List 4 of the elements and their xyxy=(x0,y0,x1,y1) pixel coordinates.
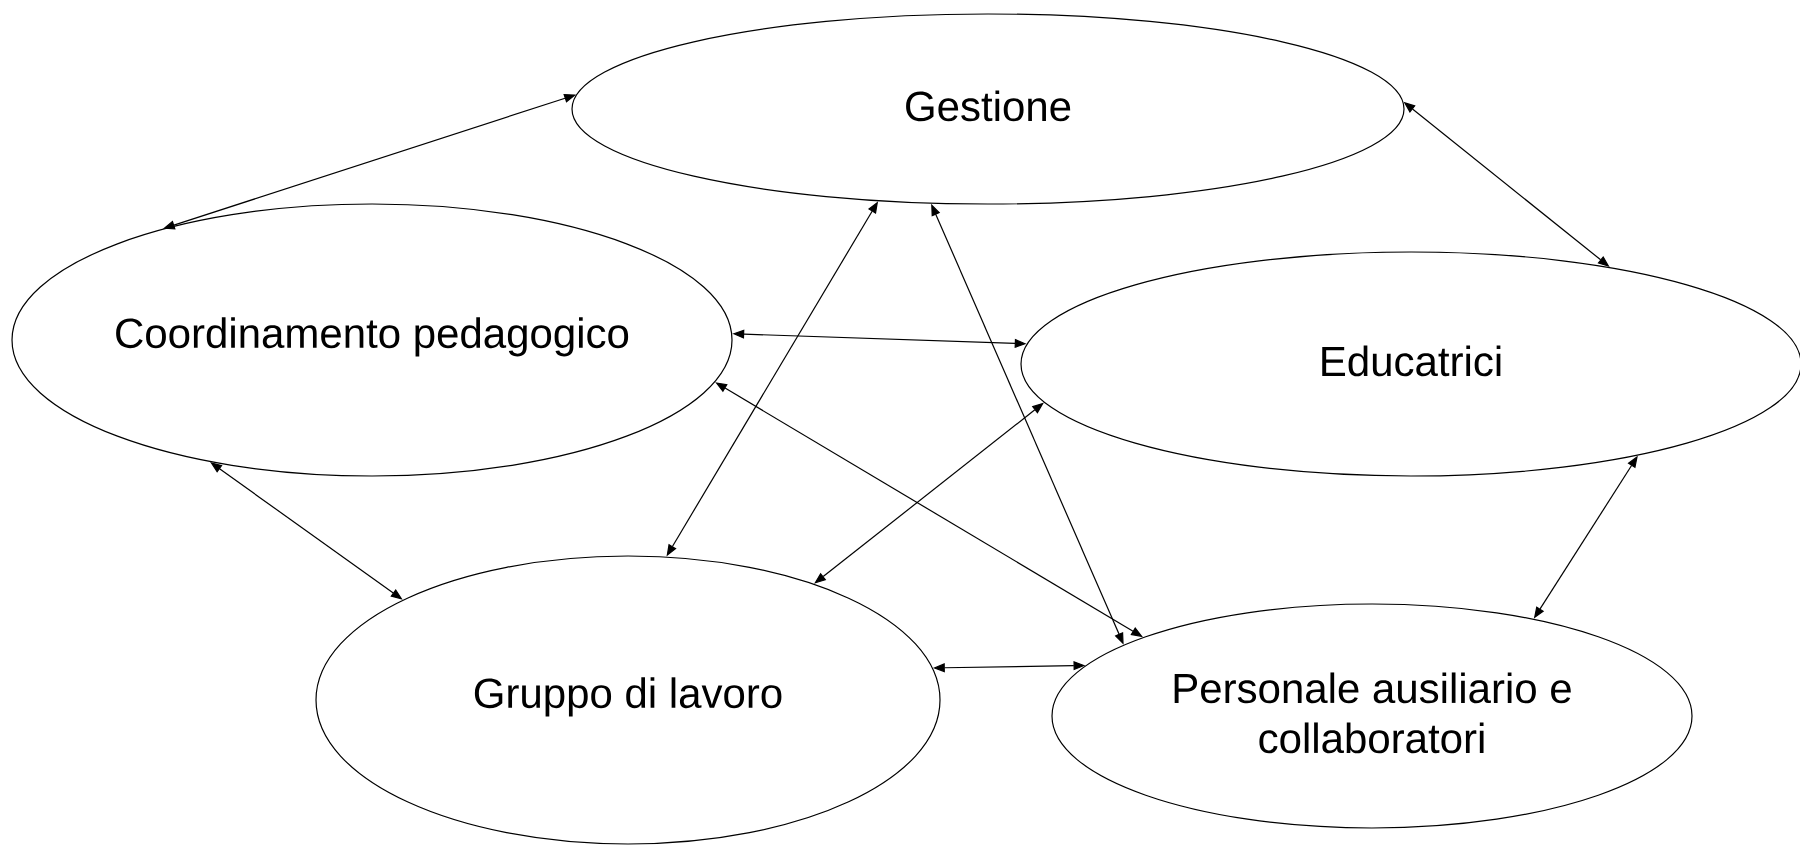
ellipse-node: Coordinamento pedagogico xyxy=(11,203,733,477)
ellipse-node: Personale ausiliario e collaboratori xyxy=(1051,603,1693,829)
ellipse-node: Gestione xyxy=(571,13,1405,205)
ellipse-node: Gruppo di lavoro xyxy=(315,555,941,845)
